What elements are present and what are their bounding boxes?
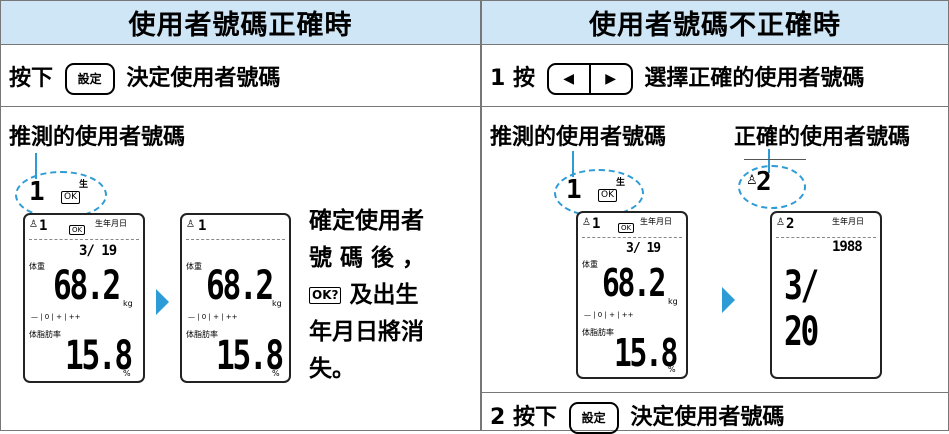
step1-suffix: 選擇正確的使用者號碼 [644, 66, 865, 91]
bubble-correct-number: 2 [756, 167, 772, 197]
step-prefix: 按下 [9, 66, 54, 91]
scale-display-1: ♙ 1 OK 生年月日 3/ 19 体重 68.2 kg — | 0 | + |… [23, 213, 145, 383]
weight-value: 68.2 [206, 263, 274, 309]
arrow-right-icon [156, 289, 169, 315]
set-button[interactable]: 設定 [64, 63, 115, 95]
person-icon: ♙ [29, 219, 38, 230]
step1-instruction: 1 按 ◀ ▶ 選擇正確的使用者號碼 [490, 60, 864, 95]
set-button[interactable]: 設定 [568, 402, 619, 434]
correct-label: 正確的使用者號碼 [734, 125, 911, 150]
fat-scale: — | 0 | + | ++ [31, 313, 81, 321]
weight-value: 68.2 [602, 261, 666, 305]
bubble-user-number: 1 [29, 177, 45, 207]
step1-row: 1 按 ◀ ▶ 選擇正確的使用者號碼 [482, 44, 948, 107]
weight-unit: kg [272, 299, 282, 308]
display-birth-label: 生年月日 [832, 217, 864, 226]
fat-scale: — | 0 | + | ++ [188, 313, 238, 321]
confirm-line-5: 失。 [309, 356, 355, 382]
weight-unit: kg [668, 297, 678, 306]
arrow-right-icon [722, 287, 735, 313]
weight-label: 体重 [186, 262, 202, 271]
bubble-ok-mark: OK [598, 189, 617, 202]
step2-instruction: 2 按下 設定 決定使用者號碼 [490, 399, 784, 434]
bubble-user-number: 1 [566, 175, 582, 205]
pointer-line [35, 153, 37, 179]
guess-label: 推測的使用者號碼 [9, 125, 186, 150]
fat-scale: — | 0 | + | ++ [584, 311, 634, 319]
step2-prefix: 2 按下 [490, 405, 557, 430]
incorrect-user-panel: 使用者號碼不正確時 1 按 ◀ ▶ 選擇正確的使用者號碼 推測的使用者號碼 正確… [481, 0, 949, 434]
arrow-buttons: ◀ ▶ [546, 63, 633, 95]
display-birth-label: 生年月日 [640, 217, 672, 226]
confirm-note: 確定使用者 號 碼 後 ， OK? 及出生 年月日將消 失。 [309, 203, 425, 388]
left-arrow-button[interactable]: ◀ [563, 71, 575, 87]
display-birth-label: 生年月日 [95, 219, 127, 228]
display-user-number: 2 [786, 216, 795, 232]
confirm-line-1: 確定使用者 [309, 208, 424, 234]
divider [29, 239, 139, 240]
display-date: 3/ 20 [784, 263, 819, 355]
zoom-bubble-correct [738, 165, 806, 209]
bubble-birth-label: 生 [616, 178, 626, 188]
pointer-line [768, 149, 770, 173]
fat-value: 15.8 [216, 333, 284, 379]
panel-title-correct: 使用者號碼正確時 [1, 1, 480, 45]
correct-user-panel: 使用者號碼正確時 按下 設定 決定使用者號碼 推測的使用者號碼 1 OK 生 ♙… [0, 0, 481, 431]
bubble-ok-mark: OK [61, 191, 80, 204]
fat-label: 体脂肪率 [186, 330, 218, 339]
fat-unit: % [123, 369, 131, 378]
bubble-birth-label: 生 [79, 180, 89, 190]
display-date: 3/ 19 [79, 243, 117, 259]
divider [582, 237, 682, 238]
step2-suffix: 決定使用者號碼 [630, 405, 785, 430]
fat-label: 体脂肪率 [29, 330, 61, 339]
divider [482, 391, 948, 393]
scale-display-guess: ♙ 1 OK 生年月日 3/ 19 体重 68.2 kg — | 0 | + |… [576, 211, 688, 379]
step-row: 按下 設定 決定使用者號碼 [1, 44, 480, 107]
weight-label: 体重 [582, 260, 598, 269]
guess-label: 推測的使用者號碼 [490, 125, 667, 150]
ok-question-mark: OK? [309, 287, 342, 304]
right-arrow-button[interactable]: ▶ [588, 65, 631, 93]
confirm-line-4: 年月日將消 [309, 319, 424, 345]
step1-prefix: 1 按 [490, 66, 535, 91]
divider [186, 239, 285, 240]
display-ok-mark: OK [69, 225, 86, 235]
fat-unit: % [272, 369, 280, 378]
display-user-number: 1 [592, 216, 601, 232]
display-user-number: 1 [198, 218, 207, 234]
weight-label: 体重 [29, 262, 45, 271]
pointer-line [572, 151, 574, 177]
display-ok-mark: OK [618, 223, 635, 233]
person-icon: ♙ [776, 217, 785, 228]
confirm-line-2: 號 碼 後 ， [309, 245, 426, 271]
fat-value: 15.8 [65, 333, 133, 379]
display-year: 1988 [832, 239, 863, 255]
weight-value: 68.2 [53, 263, 121, 309]
step-instruction: 按下 設定 決定使用者號碼 [9, 60, 280, 95]
display-user-number: 1 [39, 218, 48, 234]
step-suffix: 決定使用者號碼 [126, 66, 281, 91]
display-edge [744, 159, 806, 160]
weight-unit: kg [123, 299, 133, 308]
divider [776, 237, 876, 238]
panel-title-incorrect: 使用者號碼不正確時 [482, 1, 948, 45]
fat-value: 15.8 [614, 331, 678, 375]
fat-label: 体脂肪率 [582, 328, 614, 337]
fat-unit: % [668, 365, 676, 374]
confirm-line-3: 及出生 [349, 282, 419, 308]
person-icon: ♙ [582, 217, 591, 228]
confirm-line-3-wrap: OK? 及出生 [309, 277, 425, 314]
display-date: 3/ 19 [626, 241, 661, 256]
person-icon: ♙ [186, 219, 195, 230]
scale-display-correct: ♙ 2 生年月日 1988 3/ 20 [770, 211, 882, 379]
scale-display-2: ♙ 1 体重 68.2 kg — | 0 | + | ++ 体脂肪率 15.8 … [180, 213, 291, 383]
person-icon: ♙ [746, 173, 758, 188]
